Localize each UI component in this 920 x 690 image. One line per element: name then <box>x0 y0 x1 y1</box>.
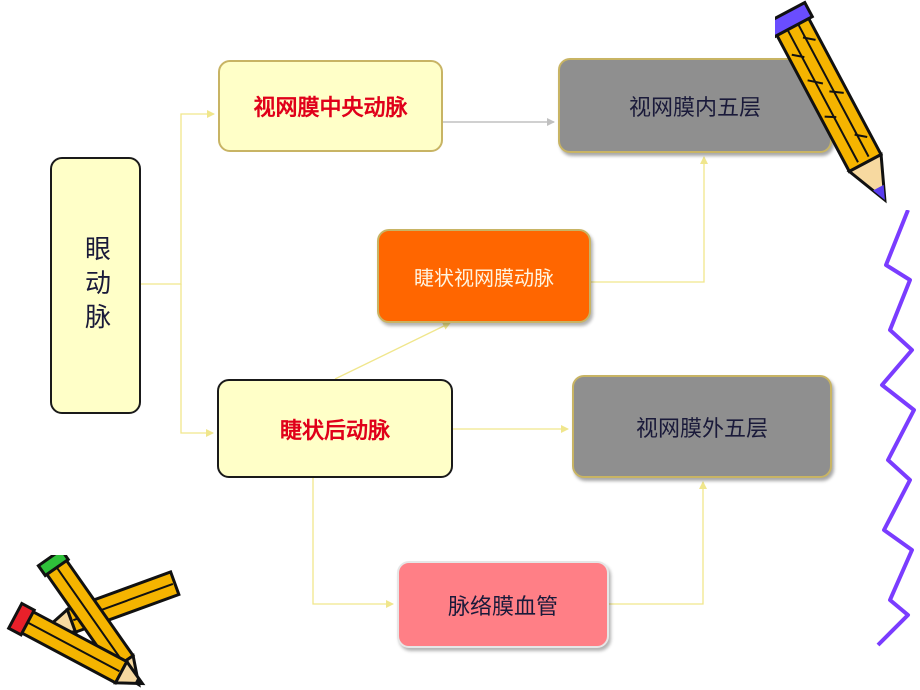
connector-posterior-cilio <box>334 322 451 380</box>
node-inner-five-layers-label: 视网膜内五层 <box>628 95 761 121</box>
node-posterior-ciliary-artery-label: 睫状后动脉 <box>279 418 390 444</box>
crossed-pencils-icon <box>6 555 181 688</box>
node-inner-five-layers: 视网膜内五层 <box>558 58 832 153</box>
node-ophthalmic-artery-label: 眼动脉 <box>80 234 111 337</box>
node-posterior-ciliary-artery: 睫状后动脉 <box>217 379 453 478</box>
connector-posterior-choroid <box>312 478 394 608</box>
pencil-icon <box>775 0 887 204</box>
connector-choroid-outer <box>609 481 707 605</box>
connector-root-posterior <box>180 284 214 437</box>
node-ophthalmic-artery: 眼动脉 <box>50 157 141 414</box>
node-central-retinal-artery-label: 视网膜中央动脉 <box>253 96 408 121</box>
node-choroidal-vessels-label: 脉络膜血管 <box>447 594 558 620</box>
node-cilioretinal-artery-label: 睫状视网膜动脉 <box>414 265 554 290</box>
node-outer-five-layers-label: 视网膜外五层 <box>635 416 768 442</box>
node-outer-five-layers: 视网膜外五层 <box>572 375 832 478</box>
node-choroidal-vessels: 脉络膜血管 <box>397 561 609 648</box>
connector-root-trunk <box>141 110 215 285</box>
node-central-retinal-artery: 视网膜中央动脉 <box>218 60 443 152</box>
node-cilioretinal-artery: 睫状视网膜动脉 <box>377 229 591 323</box>
connector-cilio-inner <box>591 156 708 283</box>
zigzag-line <box>876 210 916 647</box>
